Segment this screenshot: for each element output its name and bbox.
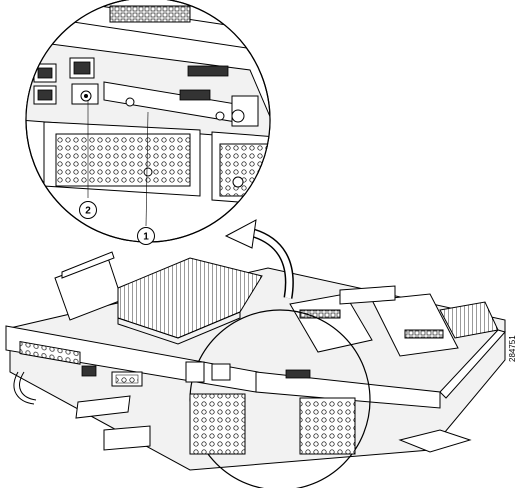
callout-2: 2: [79, 201, 97, 219]
detail-area-components: [185, 361, 356, 455]
callout-1-label: 1: [143, 232, 149, 243]
zoom-arrow-head: [224, 219, 257, 249]
figure-id: 284751: [508, 335, 517, 362]
module-board: [5, 251, 506, 471]
callout-2-label: 2: [85, 206, 91, 217]
callout-1-leader: [145, 111, 149, 227]
ejector-lever: [13, 371, 35, 405]
callout-1: 1: [137, 227, 155, 245]
blank-cover: [103, 425, 151, 451]
daughter-card: [289, 293, 373, 353]
zoomed-detail: [25, 0, 271, 243]
port-connector: [81, 365, 97, 377]
